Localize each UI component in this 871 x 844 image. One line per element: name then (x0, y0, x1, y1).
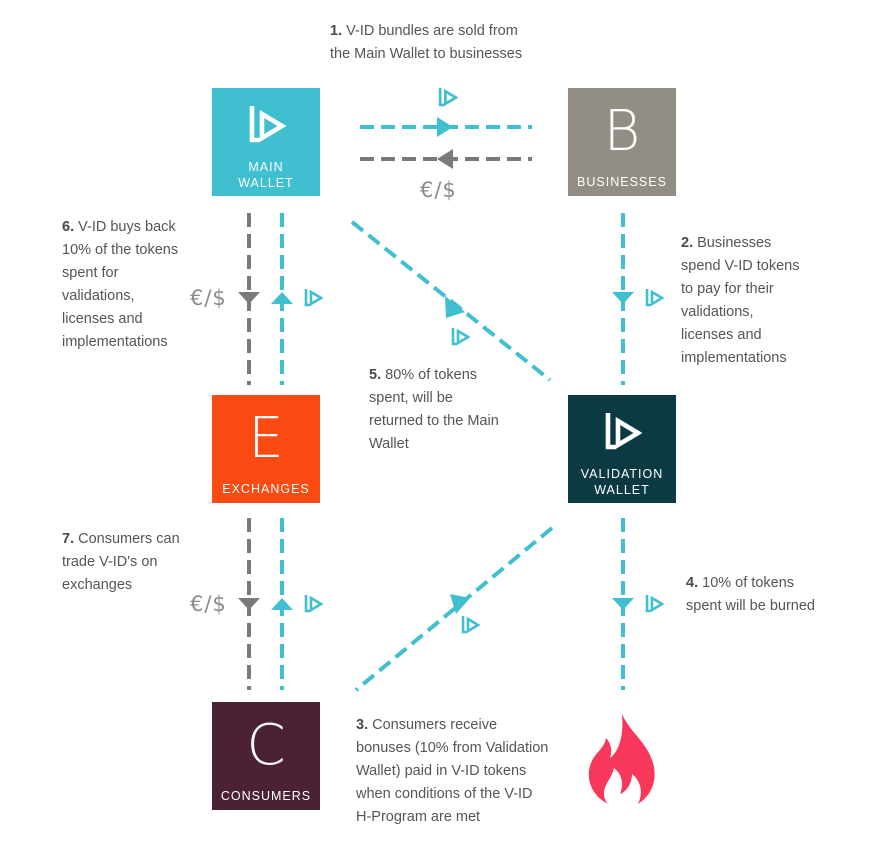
main-wallet-label-2: WALLET (238, 176, 294, 190)
note-1: 1. V-ID bundles are sold from the Main W… (330, 20, 522, 66)
note-2-line-6: implementations (681, 350, 787, 366)
vid-logo-icon (645, 287, 664, 307)
validation-wallet-box: VALIDATION WALLET (568, 395, 676, 503)
exchanges-label: EXCHANGES (222, 482, 310, 496)
note-6-line-5: licenses and (62, 311, 143, 327)
note-1-line-2: the Main Wallet to businesses (330, 46, 523, 62)
vid-logo-icon (451, 326, 470, 346)
arrow-businesses-to-validation (612, 213, 634, 385)
arrow-exchanges-to-consumers-gray (238, 518, 260, 690)
vid-logo-icon (304, 287, 323, 307)
consumers-label: CONSUMERS (220, 789, 312, 803)
note-6-line-2: 10% of the tokens (62, 242, 179, 258)
main-wallet-box: MAIN WALLET (212, 88, 320, 196)
note-2-line-4: validations, (681, 304, 754, 320)
note-4-line-2: spent will be burned (686, 598, 815, 614)
arrow-validation-to-consumers (354, 526, 554, 692)
consumers-box: C CONSUMERS (212, 702, 320, 810)
note-2: 2. Businesses spend V-ID tokens to pay f… (681, 232, 800, 370)
arrow-validation-to-burn (612, 518, 634, 690)
validation-wallet-label-2: WALLET (594, 483, 650, 497)
note-2-line-3: to pay for their (681, 281, 774, 297)
note-2-line-2: spend V-ID tokens (681, 258, 800, 274)
note-7-num: 7. (62, 531, 75, 547)
businesses-label: BUSINESSES (577, 175, 667, 189)
note-6-num: 6. (62, 219, 75, 235)
arrow-validation-to-main (350, 220, 552, 382)
vid-logo-icon (304, 593, 323, 613)
exchanges-letter: E (248, 406, 284, 471)
note-3-line-3: Wallet) paid in V-ID tokens (356, 763, 527, 779)
note-5-line-1: 80% of tokens (385, 367, 478, 383)
note-7: 7. Consumers can trade V-ID's on exchang… (62, 528, 180, 597)
fire-icon (588, 714, 655, 804)
note-3-num: 3. (356, 717, 369, 733)
note-5: 5. 80% of tokens spent, will be returned… (369, 364, 499, 456)
note-3: 3. Consumers receive bonuses (10% from V… (356, 714, 548, 829)
note-6: 6. V-ID buys back 10% of the tokens spen… (62, 216, 178, 354)
vid-logo-icon (461, 614, 480, 634)
businesses-letter: B (603, 99, 641, 164)
note-2-line-1: Businesses (697, 235, 772, 251)
note-3-line-4: when conditions of the V-ID (356, 786, 533, 802)
note-3-line-1: Consumers receive (372, 717, 498, 733)
note-7-line-3: exchanges (62, 577, 133, 593)
vid-logo-icon (645, 593, 664, 613)
note-5-line-2: spent, will be (369, 390, 453, 406)
arrow-consumers-to-exchanges-teal (271, 518, 293, 690)
validation-wallet-label-1: VALIDATION (580, 467, 664, 481)
arrow-exchanges-to-main-teal (271, 213, 293, 385)
note-4: 4. 10% of tokens spent will be burned (686, 572, 815, 618)
main-wallet-label-1: MAIN (248, 160, 284, 174)
note-6-line-3: spent for (62, 265, 119, 281)
note-2-num: 2. (681, 235, 694, 251)
exchanges-box: E EXCHANGES (212, 395, 320, 503)
note-2-line-5: licenses and (681, 327, 762, 343)
currency-label-left-upper: €/$ (190, 286, 227, 310)
note-1-line-1: V-ID bundles are sold from (346, 23, 518, 39)
vid-logo-icon (438, 86, 458, 107)
note-6-line-6: implementations (62, 334, 168, 350)
note-5-line-4: Wallet (369, 436, 409, 452)
note-7-line-2: trade V-ID's on (62, 554, 158, 570)
arrow-main-to-businesses (360, 117, 532, 137)
note-7-line-1: Consumers can (78, 531, 180, 547)
note-1-num: 1. (330, 23, 343, 39)
note-4-num: 4. (686, 575, 699, 591)
vid-logo-icon (249, 106, 286, 143)
note-4-line-1: 10% of tokens (702, 575, 795, 591)
vid-logo-icon (605, 413, 642, 450)
note-3-line-5: H-Program are met (356, 809, 481, 825)
consumers-letter: C (246, 713, 286, 778)
note-6-line-4: validations, (62, 288, 135, 304)
note-3-line-2: bonuses (10% from Validation (356, 740, 549, 756)
businesses-box: B BUSINESSES (568, 88, 676, 196)
arrow-main-to-exchanges-gray (238, 213, 260, 385)
note-5-num: 5. (369, 367, 382, 383)
note-5-line-3: returned to the Main (369, 413, 499, 429)
arrow-businesses-to-main (360, 149, 532, 169)
currency-label-left-lower: €/$ (190, 592, 227, 616)
currency-label-top: €/$ (420, 178, 457, 202)
note-6-line-1: V-ID buys back (78, 219, 176, 235)
